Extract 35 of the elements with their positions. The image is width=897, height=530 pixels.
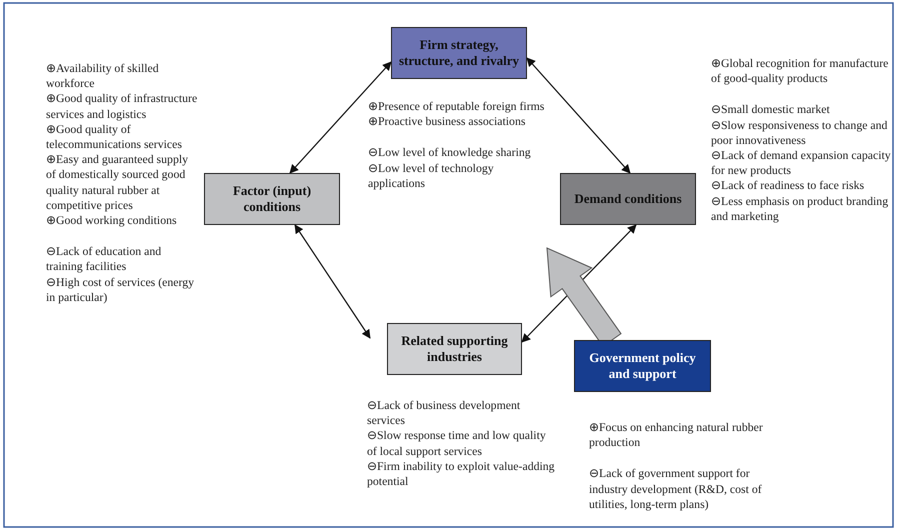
bullet-point: ⊖Less emphasis on product branding and marketing — [711, 194, 890, 224]
bullet-point: ⊖Low level of technology applications — [368, 160, 495, 192]
bullet-point: ⊖Lack of government support for industry development (R&D, cost of utilities, long-term plans) — [589, 466, 763, 512]
double-arrow — [526, 57, 631, 174]
box-label: Related supporting industries — [400, 333, 509, 365]
bullet-point: ⊖Low level of knowledge sharing — [368, 145, 532, 161]
bullet-point: ⊖Lack of demand expansion capacity for new products — [711, 148, 892, 178]
factor-box — [387, 323, 522, 375]
double-arrow — [294, 224, 370, 339]
bullet-point: ⊕Good working conditions — [46, 213, 178, 228]
bullet-point: ⊕Presence of reputable foreign firms — [368, 99, 546, 114]
factor-box — [391, 27, 527, 79]
bullet-point: ⊕Availability of skilled workforce — [46, 61, 160, 92]
bullet-point: ⊕Good quality of infrastructure services and logistics — [46, 91, 198, 122]
box-label: Factor (input) conditions — [232, 183, 312, 215]
bullet-point: ⊕Global recognition for manufacture of good-quality products — [711, 56, 890, 86]
bullet-point: ⊖Slow responsiveness to change and poor innovativeness — [711, 118, 888, 148]
box-label: Firm strategy, structure, and rivalry — [398, 37, 520, 69]
factor-box — [560, 173, 696, 225]
double-arrow — [289, 61, 392, 174]
factor-box — [574, 340, 711, 392]
bullet-point: ⊕Focus on enhancing natural rubber production — [589, 420, 764, 450]
bullet-point: ⊖Lack of education and training facilities — [46, 244, 162, 275]
bullet-point: ⊖Small domestic market — [711, 102, 831, 118]
bullet-point: ⊖Slow response time and low quality of local support services — [367, 428, 547, 459]
box-label: Government policy and support — [588, 350, 697, 382]
bullet-point: ⊖High cost of services (energy in particular) — [46, 274, 196, 306]
bullet-point: ⊖Firm inability to exploit value-adding potential — [367, 458, 556, 490]
box-label: Demand conditions — [573, 191, 683, 207]
bullet-point: ⊖Lack of readiness to face risks — [711, 178, 866, 194]
factor-box — [204, 173, 340, 225]
bullet-point: ⊕Easy and guaranteed supply of domestically sourced good quality natural rubber at competitive prices — [46, 152, 190, 214]
bullet-point: ⊕Good quality of telecommunications services — [46, 122, 183, 152]
bullet-point: ⊖Lack of business development services — [367, 398, 522, 428]
bullet-point: ⊕Proactive business associations — [368, 114, 526, 130]
